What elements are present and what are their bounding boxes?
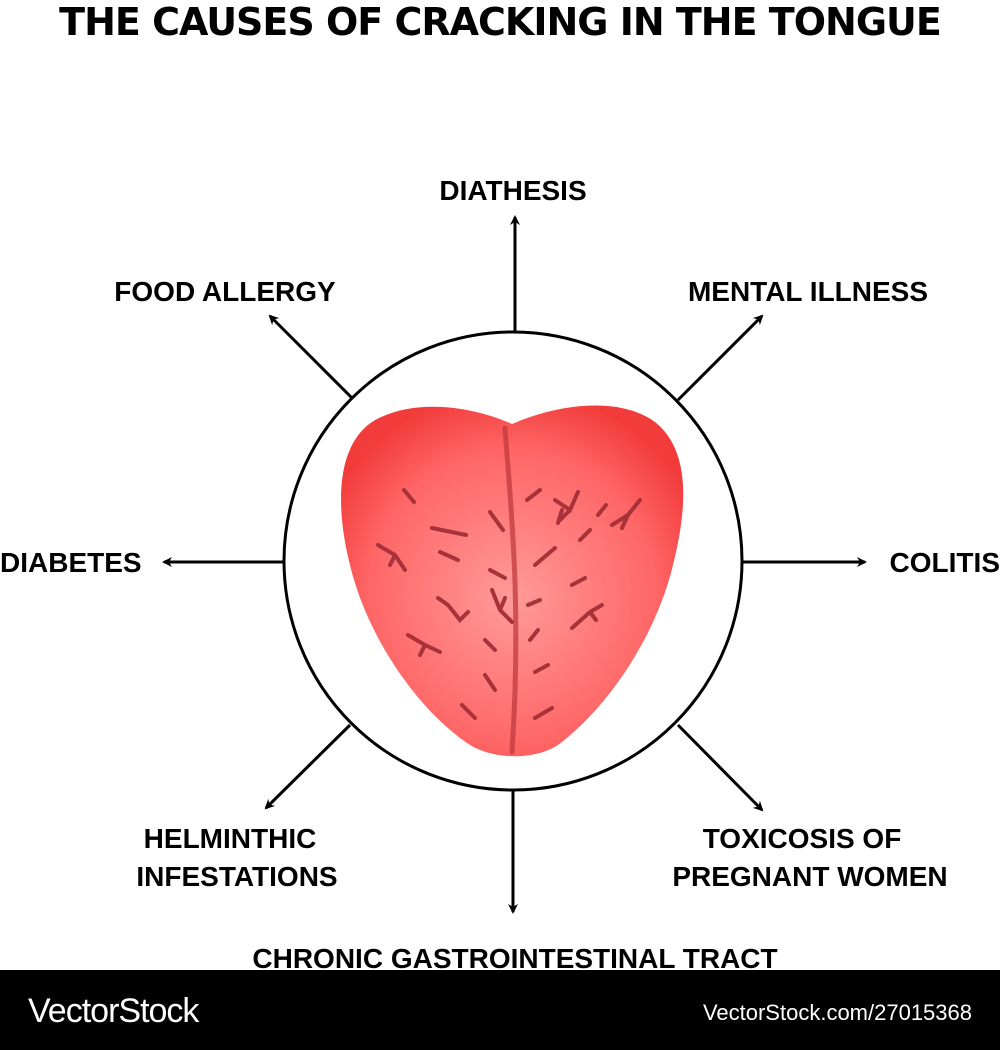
vectorstock-logo: VectorStock <box>28 992 199 1030</box>
label-diabetes: DIABETES <box>0 547 142 578</box>
label-mental-illness: MENTAL ILLNESS <box>688 276 928 307</box>
label-colitis: COLITIS <box>890 547 1000 578</box>
vectorstock-url: VectorStock.com/27015368 <box>702 1000 972 1025</box>
diagram-title: THE CAUSES OF CRACKING IN THE TONGUE <box>59 0 942 44</box>
label-pregnant-women: PREGNANT WOMEN <box>672 861 947 892</box>
label-chronic-gastrointestinal-tract: CHRONIC GASTROINTESTINAL TRACT <box>252 943 777 970</box>
arrow-mental-illness <box>676 314 764 402</box>
tongue-illustration <box>341 405 684 757</box>
label-helminthic: HELMINTHIC <box>144 823 317 854</box>
label-toxicosis-of: TOXICOSIS OF <box>703 823 902 854</box>
label-diathesis: DIATHESIS <box>439 175 586 206</box>
label-food-allergy: FOOD ALLERGY <box>114 276 336 307</box>
causes-diagram: DIATHESIS FOOD ALLERGY MENTAL ILLNESS DI… <box>0 175 1000 970</box>
watermark-footer: VectorStock VectorStock.com/27015368 <box>0 970 1000 1050</box>
tongue-cracks <box>376 488 642 720</box>
arrow-toxicosis <box>676 723 764 812</box>
label-infestations: INFESTATIONS <box>136 861 337 892</box>
arrow-helminthic-infestations <box>264 723 352 810</box>
arrow-food-allergy <box>268 314 354 400</box>
